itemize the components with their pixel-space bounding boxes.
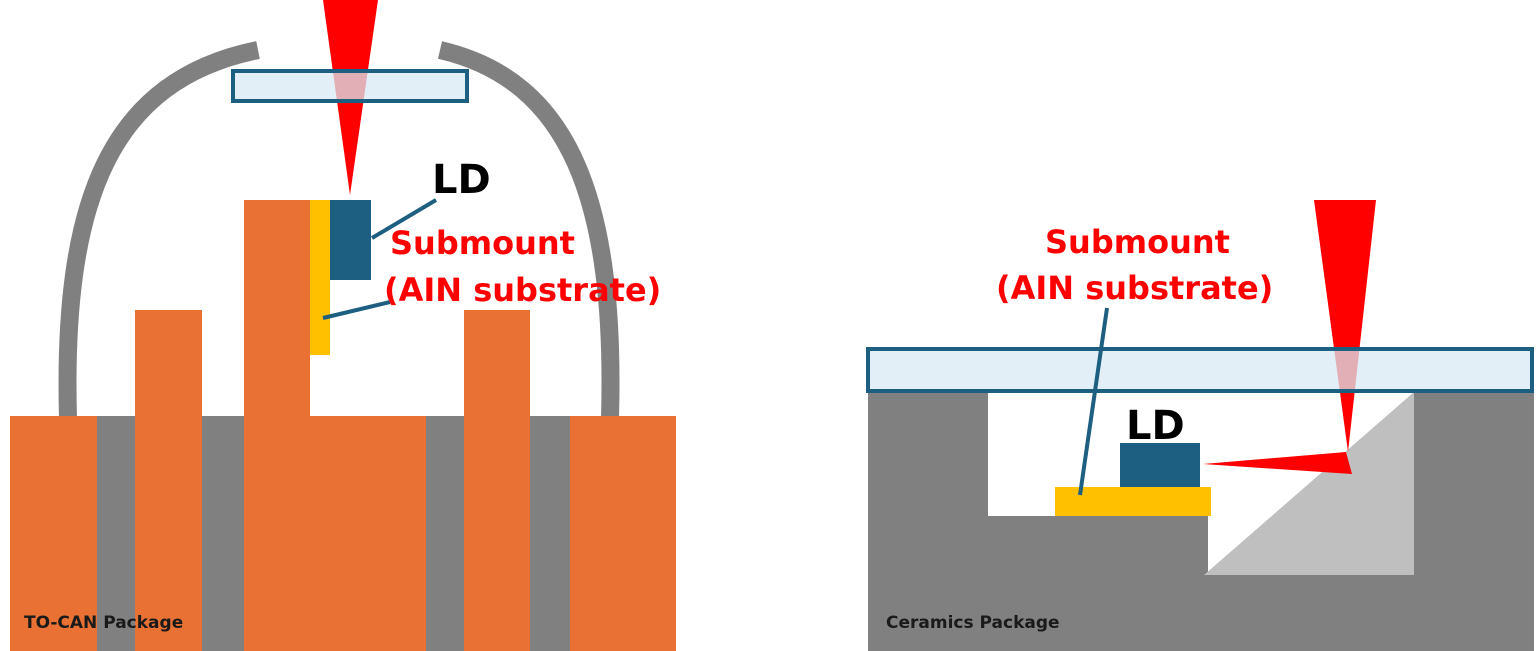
cap-window [231,69,469,103]
to-can-package-diagram: LD Submount (AIN substrate) TO-CAN Packa… [10,0,676,651]
submount-label-line2: (AIN substrate) [996,269,1273,307]
ld-label: LD [1126,403,1185,449]
laser-beam-horizontal [1203,452,1352,474]
package-label: TO-CAN Package [24,613,183,633]
ld-leader-line [370,198,438,240]
ld-chip [330,200,371,280]
submount-chip [310,200,330,355]
submount-label-line1: Submount [390,224,575,262]
package-lid-window [866,347,1534,393]
mirror-prism [1204,392,1414,575]
can-base-gap-2 [202,416,244,651]
can-cap-left-arc [58,41,260,419]
can-pin-right [464,310,530,651]
ceramics-package-diagram: LD Submount (AIN substrate) Ceramics Pac… [866,200,1534,651]
laser-beam-vertical [1314,200,1376,452]
can-cap-right-arc [437,41,620,419]
submount-label-line1: Submount [1045,223,1230,261]
submount-leader-line [322,300,391,320]
can-base-gap-1 [97,416,135,651]
submount-leader-line [1078,307,1109,496]
can-pin-left [135,310,202,651]
submount-chip [1055,487,1211,516]
can-base-gap-3 [426,416,464,651]
ld-label: LD [432,157,491,203]
ceramic-body [868,392,1534,651]
submount-label-line2: (AIN substrate) [384,271,661,309]
heat-sink-stem [244,200,310,651]
ld-chip [1120,443,1200,487]
package-label: Ceramics Package [886,613,1060,633]
can-base-gap-4 [530,416,570,651]
